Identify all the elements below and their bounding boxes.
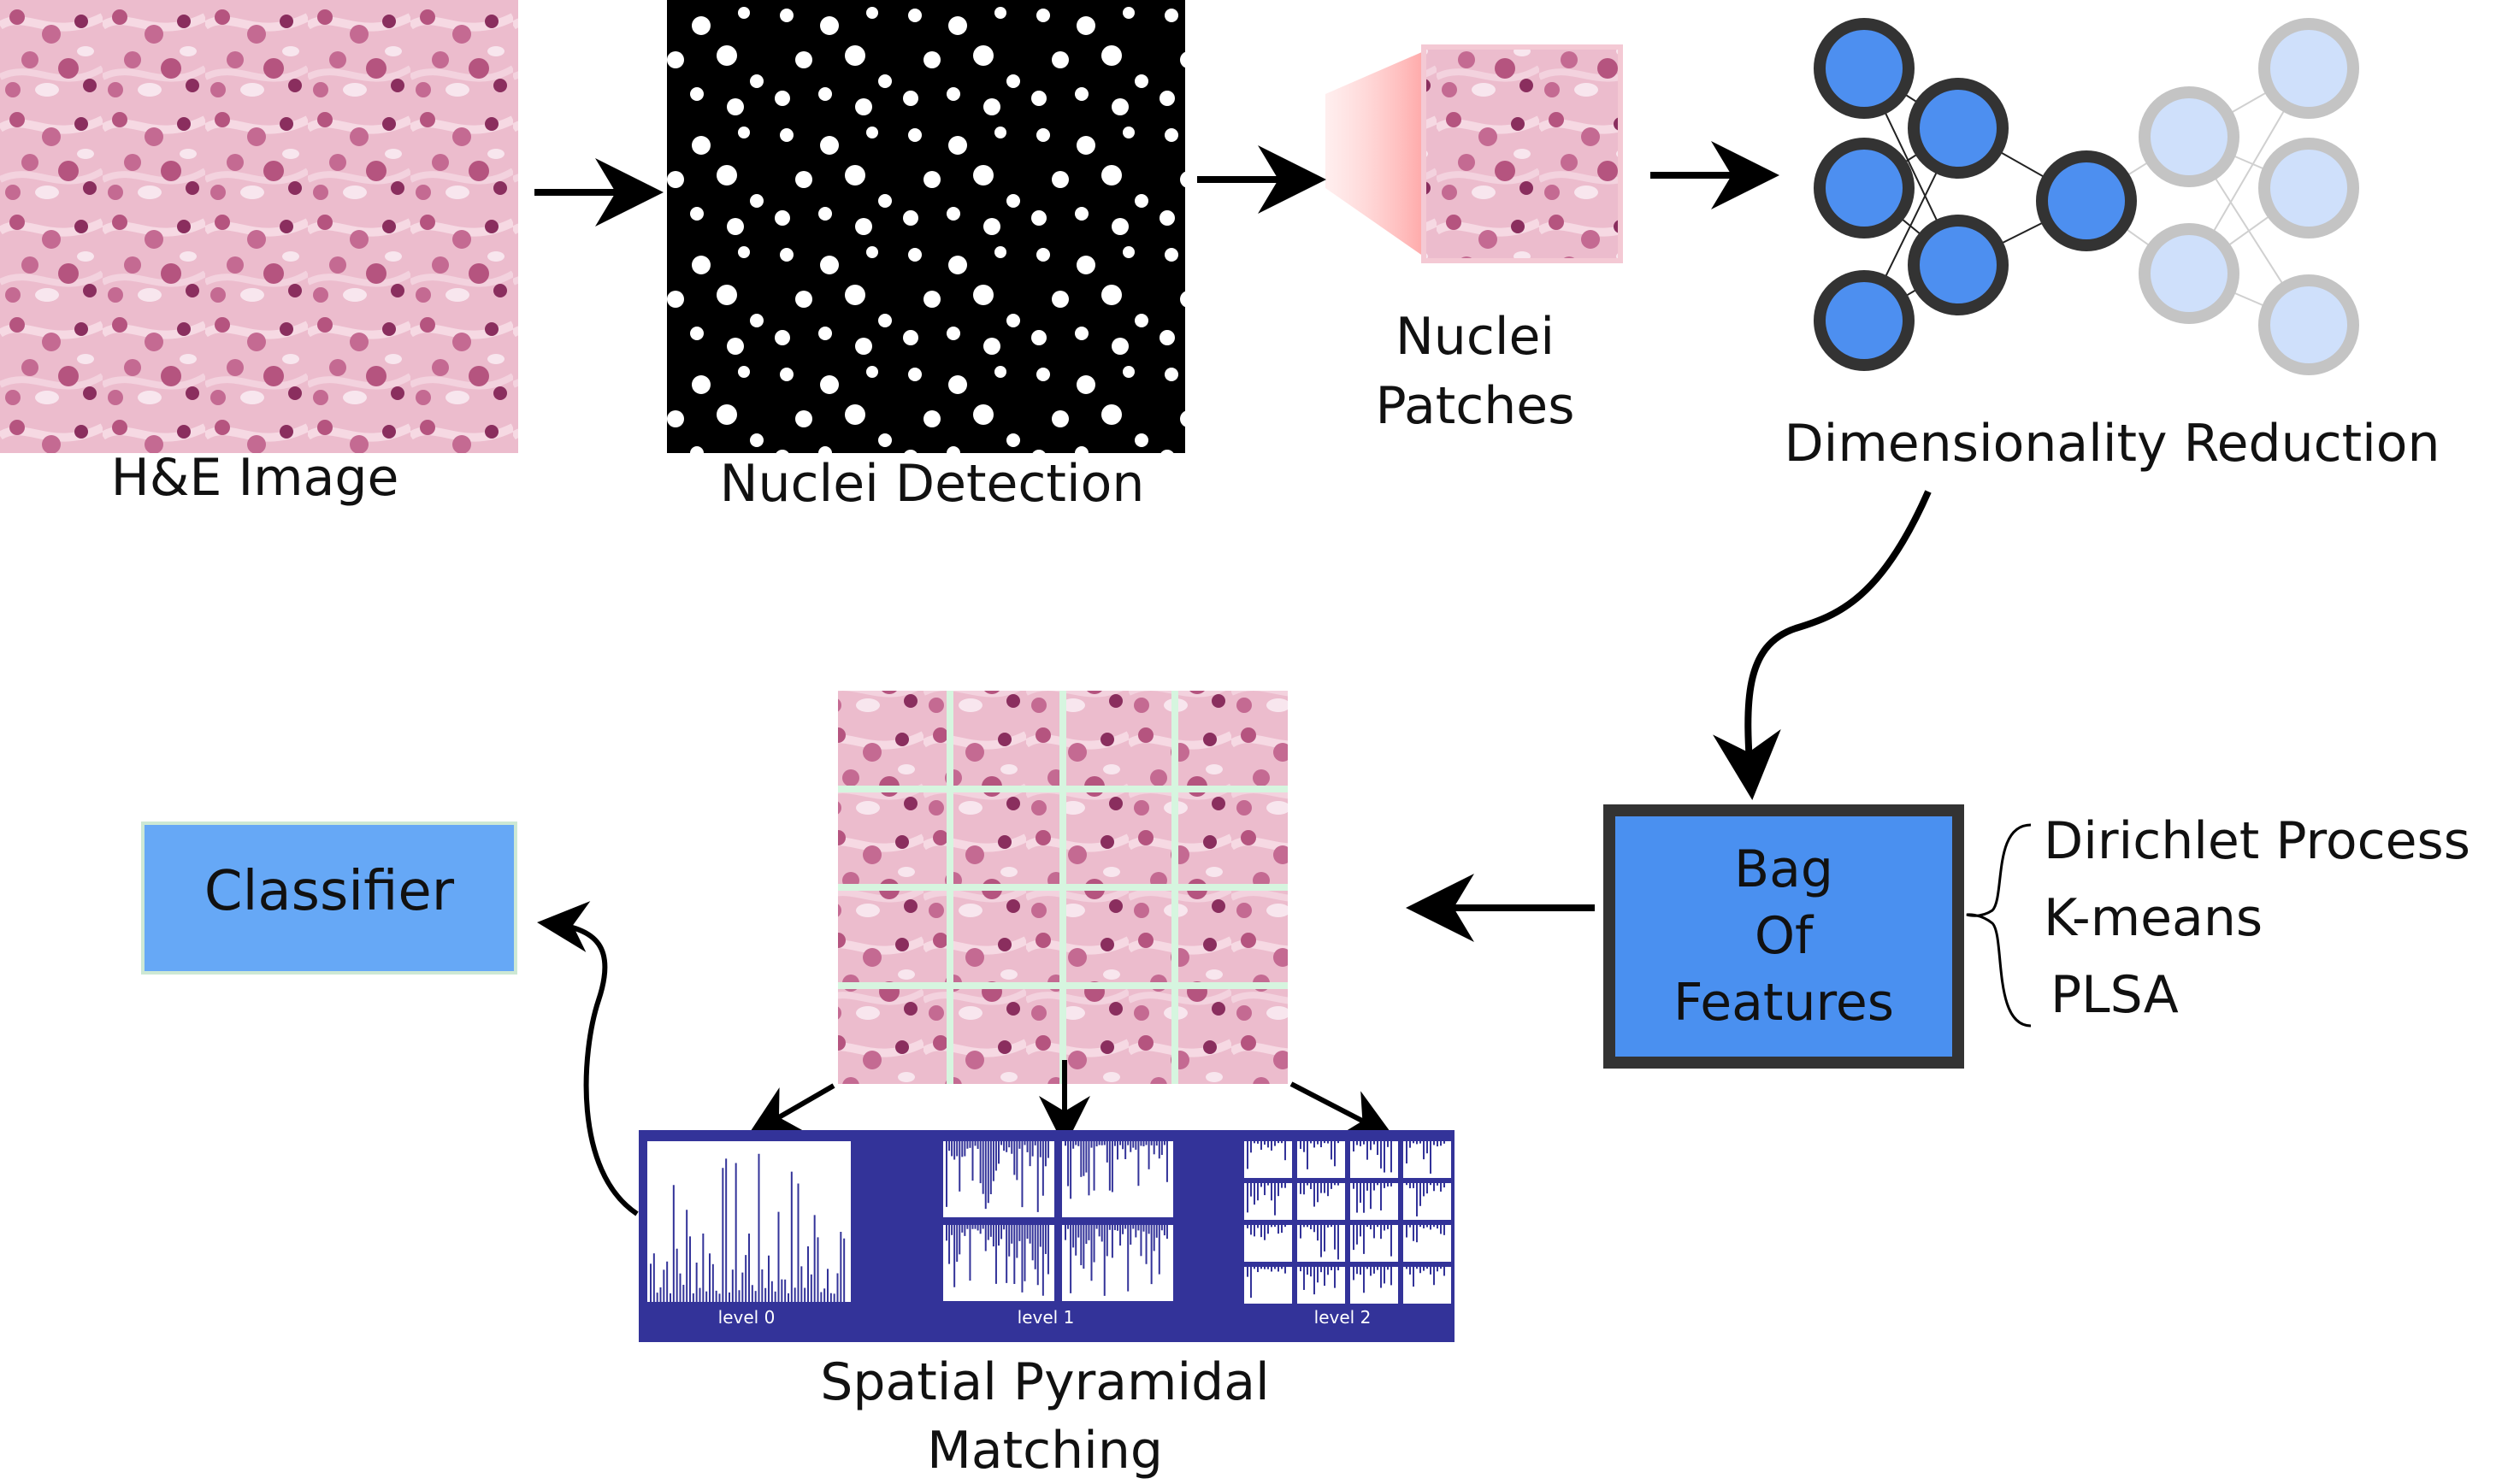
dimensionality-reduction-label: Dimensionality Reduction <box>1784 414 2440 474</box>
level2-histogram <box>1403 1225 1451 1262</box>
spatial-pyramid-label-line1: Spatial Pyramidal <box>820 1352 1270 1412</box>
decoder-node <box>2139 86 2239 187</box>
output-node <box>2258 18 2359 119</box>
arrow-grid-to-level0 <box>747 1083 835 1136</box>
level2-histogram <box>1403 1267 1451 1304</box>
level2-label: level 2 <box>1313 1307 1372 1328</box>
arrow-grid-to-level2 <box>1289 1081 1395 1138</box>
bag-label-line2: Of <box>1754 906 1814 966</box>
nuclei-detection-label: Nuclei Detection <box>719 454 1145 514</box>
autoencoder-network <box>1814 18 2359 375</box>
hidden-node <box>1908 215 2009 315</box>
level2-histogram <box>1297 1267 1345 1304</box>
bag-of-features-label: Bag Of Features <box>1609 836 1958 1036</box>
nuclei-patches-label-line1: Nuclei <box>1395 307 1555 367</box>
input-node <box>1814 18 1915 119</box>
level2-histogram <box>1350 1141 1398 1178</box>
arrow-pyramid-to-classifier <box>537 901 639 1216</box>
level1-label: level 1 <box>1017 1307 1075 1328</box>
output-node <box>2258 274 2359 375</box>
bag-of-features-box <box>1603 804 1964 1069</box>
nuclei-patches-label-line2: Patches <box>1375 376 1575 436</box>
level0-label: level 0 <box>717 1307 776 1328</box>
classifier-box <box>141 822 517 975</box>
he-image <box>0 0 518 453</box>
nuclei-detection-image <box>667 0 1185 453</box>
level2-histogram <box>1244 1183 1292 1220</box>
method-dirichlet: Dirichlet Process <box>2044 811 2471 871</box>
spatial-pyramid-label-line2: Matching <box>927 1421 1163 1481</box>
level2-histogram <box>1244 1267 1292 1304</box>
bottleneck-node <box>2036 150 2137 251</box>
pyramid-histograms <box>639 1130 1455 1342</box>
methods-brace <box>1966 823 2032 1028</box>
input-node <box>1814 138 1915 238</box>
method-plsa: PLSA <box>2050 965 2179 1025</box>
bag-label-line3: Features <box>1673 973 1894 1033</box>
classifier-label: Classifier <box>204 860 455 923</box>
bag-label-line1: Bag <box>1733 839 1833 899</box>
hidden-node <box>1908 78 2009 179</box>
input-node <box>1814 270 1915 371</box>
spatial-grid-image <box>838 691 1288 1084</box>
method-kmeans: K-means <box>2044 888 2263 948</box>
output-node <box>2258 138 2359 238</box>
decoder-node <box>2139 223 2239 324</box>
level2-histogram <box>1297 1141 1345 1178</box>
he-image-label: H&E Image <box>110 448 399 508</box>
nuclei-patch-image <box>1325 44 1623 263</box>
arrow-reduction-to-bag <box>1713 490 1932 800</box>
